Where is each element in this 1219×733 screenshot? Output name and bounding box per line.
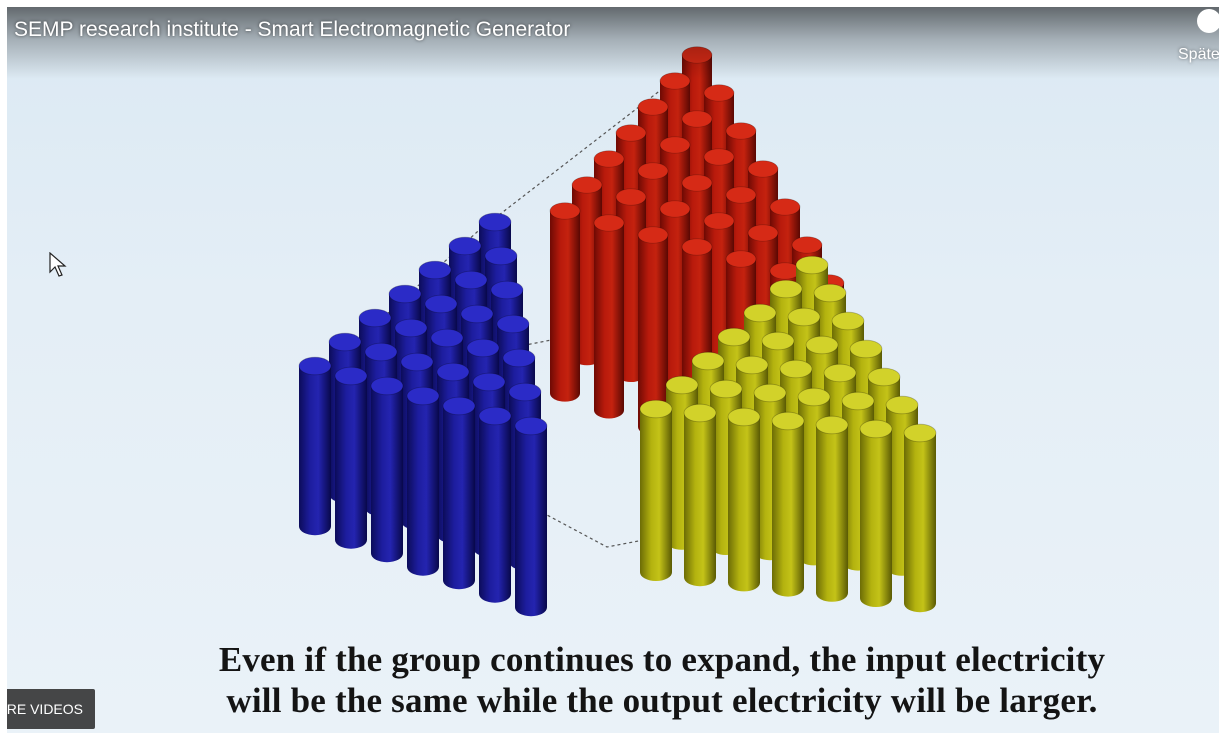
red-cylinder xyxy=(549,202,581,402)
blue-cylinder-group xyxy=(298,212,548,617)
blue-cylinder xyxy=(334,366,368,549)
watch-later-label: Späte xyxy=(1178,46,1219,63)
watch-later-button[interactable]: Späte xyxy=(1173,7,1219,71)
more-videos-button[interactable]: RE VIDEOS xyxy=(7,689,95,729)
yellow-cylinder xyxy=(683,403,717,587)
yellow-cylinder-group xyxy=(639,255,937,613)
mouse-pointer-icon xyxy=(49,252,67,277)
clock-icon xyxy=(1197,9,1219,33)
yellow-cylinder xyxy=(639,399,673,581)
subtitle-line-1: Even if the group continues to expand, t… xyxy=(218,640,1106,679)
generator-3d-scene xyxy=(298,46,937,617)
blue-cylinder xyxy=(298,356,332,536)
red-cylinder xyxy=(637,226,669,436)
subtitle-line-2: will be the same while the output electr… xyxy=(226,681,1098,720)
yellow-cylinder xyxy=(771,411,805,597)
yellow-cylinder xyxy=(727,407,761,592)
blue-cylinder xyxy=(370,376,404,563)
red-cylinder xyxy=(593,214,625,419)
subtitle-caption: Even if the group continues to expand, t… xyxy=(147,639,1177,721)
video-title[interactable]: SEMP research institute - Smart Electrom… xyxy=(14,18,571,41)
red-cylinder-group xyxy=(549,46,845,503)
blue-cylinder xyxy=(442,396,476,590)
blue-cylinder xyxy=(478,406,512,603)
yellow-cylinder xyxy=(859,419,893,607)
blue-cylinder xyxy=(514,416,548,617)
yellow-cylinder xyxy=(903,423,937,613)
blue-cylinder xyxy=(406,386,440,576)
video-player[interactable]: SEMP research institute - Smart Electrom… xyxy=(7,7,1219,733)
yellow-cylinder xyxy=(815,415,849,602)
